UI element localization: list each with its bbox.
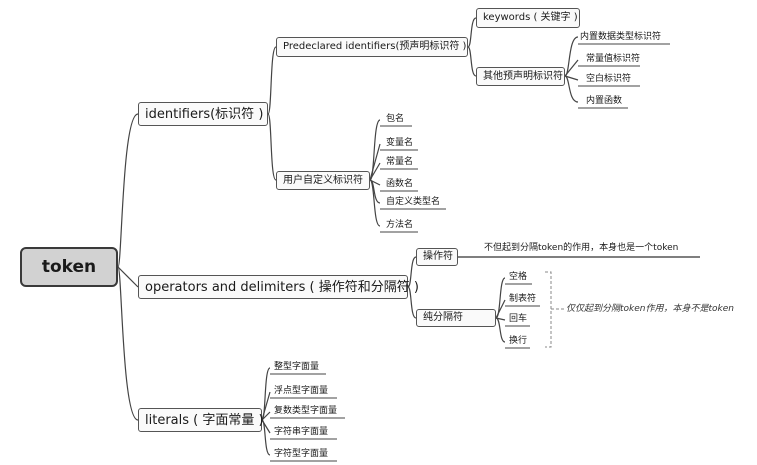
leaf-custom-type-name[interactable]: 自定义类型名 — [386, 196, 441, 207]
pure-delimiter-node[interactable]: 纯分隔符 — [416, 309, 496, 327]
leaf-space[interactable]: 空格 — [509, 271, 528, 282]
leaf-constant-name[interactable]: 常量名 — [386, 156, 414, 167]
user-defined-node[interactable]: 用户自定义标识符 — [276, 171, 370, 190]
operators-label: operators and delimiters ( 操作符和分隔符 ) — [145, 279, 419, 295]
leaf-package-name[interactable]: 包名 — [386, 113, 405, 124]
user-defined-label: 用户自定义标识符 — [283, 174, 363, 186]
operator-node[interactable]: 操作符 — [416, 248, 458, 266]
leaf-integer-literal[interactable]: 整型字面量 — [274, 361, 320, 372]
identifiers-label: identifiers(标识符 ) — [145, 106, 264, 122]
leaf-string-literal[interactable]: 字符串字面量 — [274, 426, 329, 437]
other-predeclared-node[interactable]: 其他预声明标识符 — [476, 67, 565, 86]
leaf-variable-name[interactable]: 变量名 — [386, 137, 414, 148]
literals-label: literals ( 字面常量 ) — [145, 412, 264, 428]
root-node[interactable]: token — [20, 247, 118, 287]
pure-delimiter-label: 纯分隔符 — [423, 312, 463, 323]
literals-node[interactable]: literals ( 字面常量 ) — [138, 408, 264, 432]
operator-label: 操作符 — [423, 251, 453, 262]
leaf-carriage-return[interactable]: 回车 — [509, 313, 528, 324]
operator-note: 不但起到分隔token的作用，本身也是一个token — [484, 242, 679, 253]
other-predeclared-label: 其他预声明标识符 — [483, 70, 563, 82]
identifiers-node[interactable]: identifiers(标识符 ) — [138, 102, 268, 126]
leaf-function-name[interactable]: 函数名 — [386, 178, 414, 189]
keywords-node[interactable]: keywords ( 关键字 ) — [476, 8, 580, 28]
leaf-complex-literal[interactable]: 复数类型字面量 — [274, 405, 338, 416]
leaf-constant-values[interactable]: 常量值标识符 — [586, 53, 641, 64]
root-label: token — [41, 256, 97, 277]
predeclared-node[interactable]: Predeclared identifiers(预声明标识符 ) — [276, 37, 468, 57]
keywords-label: keywords ( 关键字 ) — [483, 12, 578, 23]
leaf-blank-identifier[interactable]: 空白标识符 — [586, 73, 632, 84]
leaf-method-name[interactable]: 方法名 — [386, 219, 414, 230]
leaf-float-literal[interactable]: 浮点型字面量 — [274, 385, 329, 396]
predeclared-label: Predeclared identifiers(预声明标识符 ) — [283, 41, 467, 52]
leaf-rune-literal[interactable]: 字符型字面量 — [274, 448, 329, 459]
operators-node[interactable]: operators and delimiters ( 操作符和分隔符 ) — [138, 275, 419, 299]
pure-delimiter-note: 仅仅起到分隔token作用，本身不是token — [566, 303, 734, 314]
leaf-newline[interactable]: 换行 — [509, 335, 528, 346]
leaf-builtin-functions[interactable]: 内置函数 — [586, 95, 623, 106]
leaf-builtin-types[interactable]: 内置数据类型标识符 — [580, 31, 662, 42]
leaf-tab[interactable]: 制表符 — [509, 293, 537, 304]
